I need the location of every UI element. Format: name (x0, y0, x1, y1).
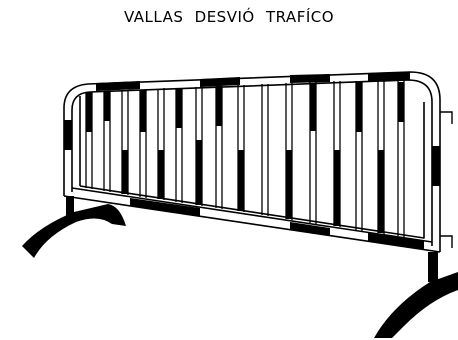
connector-hooks (440, 111, 453, 248)
right-foot (374, 252, 458, 338)
side-post-stripes (64, 120, 440, 186)
top-rail-stripes (96, 72, 410, 91)
barrier-frame (63, 71, 441, 253)
left-foot (22, 196, 126, 258)
bottom-rail-stripes (130, 198, 424, 249)
bar-stripes (86, 82, 404, 233)
drawing-title: VALLAS DESVIÓ TRAFÍCO (123, 8, 335, 26)
